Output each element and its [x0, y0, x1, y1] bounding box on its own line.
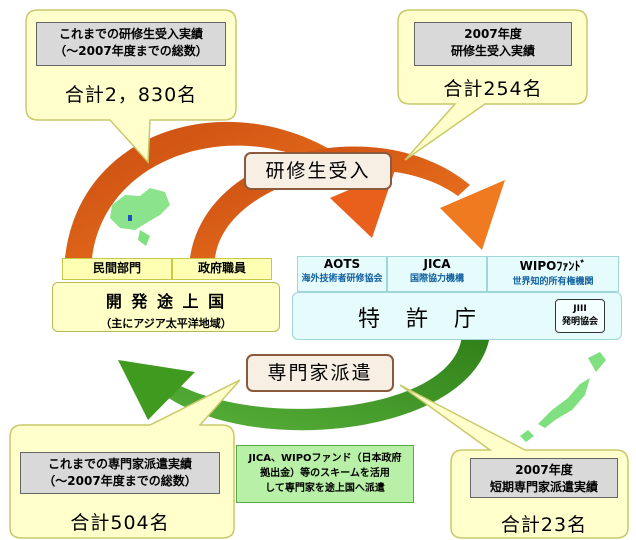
trainee-total-count: 合計2，830名 [64, 84, 198, 106]
japan-map-icon [520, 352, 606, 442]
expert-arrow-head [118, 360, 195, 420]
trainee-arrow-outer [65, 121, 360, 258]
expert-flow-label: 専門家派遣 [246, 354, 394, 392]
trainee-flow-label: 研修生受入 [244, 152, 392, 190]
trainee-2007-heading-line2: 研修生受入実績 [450, 44, 535, 58]
trainee-total-heading-line2: （〜2007年度までの総数） [54, 44, 208, 58]
jiii-badge: JIII 発明協会 [555, 299, 605, 333]
expert-2007-heading: 2007年度 短期専門家派遣実績 [470, 458, 618, 498]
expert-2007-heading-line2: 短期専門家派遣実績 [489, 480, 598, 494]
jpo-title: 特 許 庁 [357, 307, 478, 332]
org-aots-sub: 海外技術者研修協会 [301, 274, 383, 284]
developing-countries-title: 開 発 途 上 国 [105, 292, 227, 311]
expert-2007-count: 合計23名 [500, 514, 588, 536]
jiii-badge-line2: 発明協会 [561, 317, 598, 327]
expert-2007-heading-line1: 2007年度 [515, 463, 573, 477]
org-wipo-fund-sub: 世界知的所有権機関 [512, 277, 594, 287]
scheme-note-line2: 拠出金）等のスキームを活用 [260, 468, 390, 479]
org-aots-name: AOTS [323, 257, 361, 271]
tag-private-sector: 民間部門 [62, 258, 172, 280]
tag-government-staff: 政府職員 [172, 258, 272, 280]
trainee-total-heading-line1: これまでの研修生受入実績 [58, 27, 203, 41]
expert-total-heading: これまでの専門家派遣実績 （〜2007年度までの総数） [20, 452, 220, 494]
org-wipo-fund: WIPOﾌｧﾝﾄﾞ 世界知的所有権機関 [487, 256, 619, 292]
trainee-arrow-inner-head [440, 180, 505, 250]
expert-total-count: 合計504名 [70, 512, 170, 534]
org-wipo-fund-name: WIPOﾌｧﾝﾄﾞ [519, 259, 587, 273]
expert-total-heading-line2: （〜2007年度までの総数） [43, 474, 197, 488]
jpo-box: 特 許 庁 JIII 発明協会 [292, 292, 622, 340]
developing-countries-box: 開 発 途 上 国 （主にアジア太平洋地域） [52, 282, 280, 332]
org-jica-sub: 国際協力機構 [409, 274, 464, 284]
org-jica-name: JICA [423, 257, 451, 271]
expert-total-heading-line1: これまでの専門家派遣実績 [47, 457, 192, 471]
org-aots: AOTS 海外技術者研修協会 [297, 256, 387, 292]
asia-map-icon [110, 188, 170, 246]
org-jica: JICA 国際協力機構 [387, 256, 487, 292]
trainee-2007-heading-line1: 2007年度 [464, 27, 522, 41]
jiii-badge-line1: JIII [573, 304, 587, 314]
trainee-2007-count: 合計254名 [443, 78, 543, 100]
scheme-note-line1: JICA、WIPOファンド（日本政府 [248, 453, 402, 464]
scheme-note: JICA、WIPOファンド（日本政府 拠出金）等のスキームを活用 して専門家を途… [236, 445, 414, 503]
developing-countries-subtitle: （主にアジア太平洋地域） [100, 317, 232, 330]
trainee-2007-heading: 2007年度 研修生受入実績 [414, 22, 572, 66]
expert-arrow [160, 335, 490, 431]
scheme-note-line3: して専門家を途上国へ派遣 [265, 483, 385, 494]
trainee-total-heading: これまでの研修生受入実績 （〜2007年度までの総数） [36, 22, 226, 66]
